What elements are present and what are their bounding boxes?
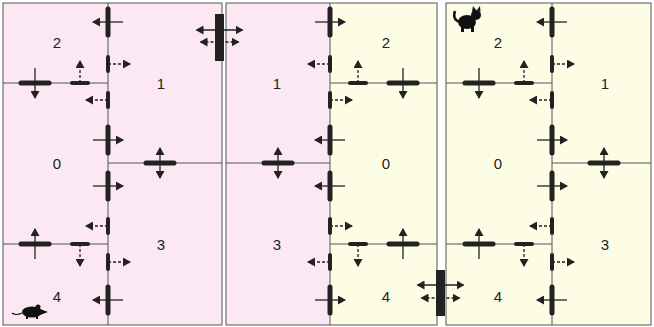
wall bbox=[330, 83, 437, 84]
room-number: 3 bbox=[273, 237, 281, 252]
door-arrow bbox=[159, 148, 160, 178]
door-arrow bbox=[308, 261, 330, 262]
wall bbox=[330, 3, 331, 325]
door-arrow bbox=[478, 68, 479, 98]
door-arrow bbox=[603, 148, 604, 178]
door-arrow bbox=[79, 61, 80, 83]
door-arrow bbox=[277, 148, 278, 178]
door-arrow bbox=[108, 261, 130, 262]
wall bbox=[446, 244, 552, 245]
bridge-arrow bbox=[201, 41, 239, 42]
door-arrow bbox=[315, 185, 345, 186]
door-arrow bbox=[552, 63, 574, 64]
room-number: 3 bbox=[157, 237, 165, 252]
door-arrow bbox=[93, 299, 123, 300]
bridge-arrow bbox=[418, 284, 464, 285]
bridge-arrow bbox=[197, 29, 243, 30]
door-arrow bbox=[93, 21, 123, 22]
door-arrow bbox=[93, 139, 123, 140]
room-number: 3 bbox=[601, 237, 609, 252]
room-number: 1 bbox=[157, 76, 165, 91]
door-arrow bbox=[537, 139, 567, 140]
room-fill bbox=[446, 3, 651, 325]
room-fill bbox=[330, 3, 437, 325]
door-arrow bbox=[530, 225, 552, 226]
bridge-bar bbox=[436, 270, 445, 316]
room-number: 2 bbox=[494, 35, 502, 50]
door-arrow bbox=[330, 225, 352, 226]
room-number: 2 bbox=[382, 35, 390, 50]
panel-border bbox=[3, 3, 222, 325]
door-arrow bbox=[537, 185, 567, 186]
wall bbox=[108, 163, 222, 164]
door-arrow bbox=[34, 229, 35, 259]
door-arrow bbox=[108, 63, 130, 64]
room-number: 0 bbox=[53, 156, 61, 171]
door-arrow bbox=[86, 225, 108, 226]
door-arrow bbox=[93, 185, 123, 186]
wall bbox=[3, 83, 108, 84]
wall bbox=[3, 244, 108, 245]
door-arrow bbox=[537, 299, 567, 300]
room-number: 1 bbox=[273, 76, 281, 91]
wall bbox=[552, 163, 651, 164]
wall bbox=[108, 3, 109, 325]
door-arrow bbox=[86, 99, 108, 100]
door-group bbox=[465, 9, 618, 313]
door-arrow bbox=[537, 21, 567, 22]
door-arrow bbox=[478, 229, 479, 259]
door-arrow bbox=[402, 229, 403, 259]
door-arrow bbox=[357, 61, 358, 83]
door-arrow bbox=[523, 244, 524, 266]
door-arrow bbox=[34, 68, 35, 98]
panel-border bbox=[446, 3, 651, 325]
door-arrow bbox=[530, 99, 552, 100]
door-arrow bbox=[402, 68, 403, 98]
door-arrow bbox=[315, 21, 345, 22]
room-number: 0 bbox=[494, 156, 502, 171]
door-arrow bbox=[523, 61, 524, 83]
room-number: 4 bbox=[494, 289, 502, 304]
panel-border bbox=[226, 3, 437, 325]
room-fill bbox=[226, 3, 330, 325]
door-arrow bbox=[552, 261, 574, 262]
cat-icon bbox=[454, 6, 481, 32]
room-fill bbox=[3, 3, 222, 325]
mouse-icon bbox=[12, 305, 48, 320]
wall bbox=[330, 244, 437, 245]
room-number: 4 bbox=[382, 289, 390, 304]
bridge-arrow bbox=[422, 297, 460, 298]
door-arrow bbox=[315, 299, 345, 300]
door-arrow bbox=[315, 139, 345, 140]
room-number: 2 bbox=[53, 35, 61, 50]
room-number: 1 bbox=[601, 76, 609, 91]
door-arrow bbox=[357, 244, 358, 266]
door-arrow bbox=[330, 99, 352, 100]
door-arrow bbox=[79, 244, 80, 266]
room-number: 4 bbox=[53, 289, 61, 304]
door-group bbox=[264, 9, 417, 313]
room-number: 0 bbox=[382, 156, 390, 171]
door-group bbox=[21, 9, 174, 313]
bridge-bar bbox=[215, 14, 224, 61]
wall bbox=[552, 3, 553, 325]
wall bbox=[446, 83, 552, 84]
door-arrow bbox=[308, 63, 330, 64]
